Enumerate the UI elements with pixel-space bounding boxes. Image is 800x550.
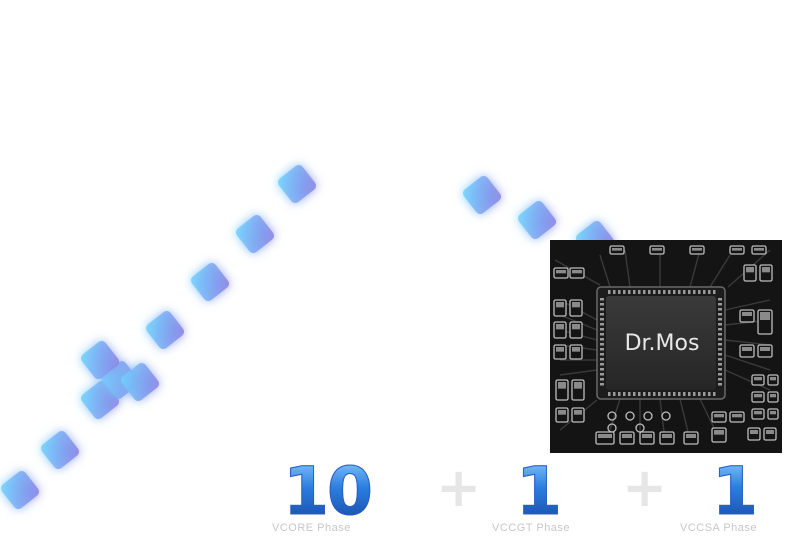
phase-tile — [462, 175, 502, 215]
vccgt-phase-label: VCCGT Phase — [492, 522, 571, 534]
chip-label: Dr.Mos — [625, 331, 700, 356]
plus-icon: + — [622, 456, 668, 519]
phase-tile — [517, 200, 557, 240]
phase-tile — [145, 310, 185, 350]
phase-tile — [0, 470, 40, 510]
power-phase-tiles-left — [0, 164, 317, 510]
phase-tile — [235, 214, 275, 254]
phase-tile — [120, 362, 160, 402]
vccsa-phase-label: VCCSA Phase — [680, 522, 758, 534]
phase-tile — [190, 262, 230, 302]
phase-tile — [277, 164, 317, 204]
plus-icon: + — [436, 456, 482, 519]
phase-tile — [40, 430, 80, 470]
phase-tile — [80, 340, 120, 380]
pcb-board: Dr.Mos — [550, 240, 782, 453]
vccgt-phase-count: 1 — [508, 452, 568, 532]
vcore-phase-count: 10 — [272, 452, 382, 532]
vcore-phase-label: VCORE Phase — [272, 522, 351, 534]
vccsa-phase-count: 1 — [704, 452, 764, 532]
drmos-chip: Dr.Mos — [596, 286, 726, 400]
